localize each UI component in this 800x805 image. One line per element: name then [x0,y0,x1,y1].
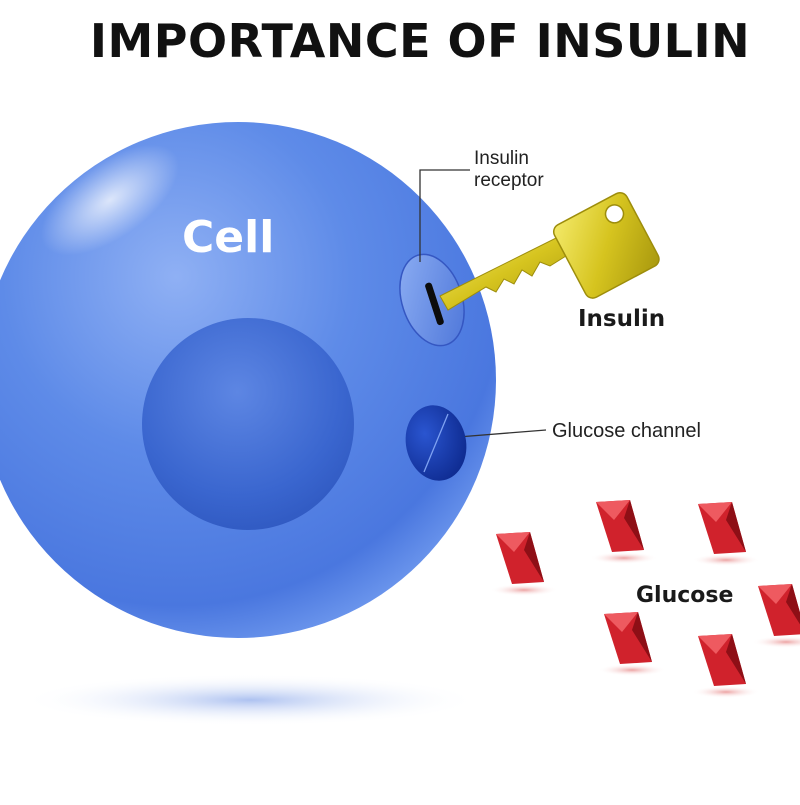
insulin-label: Insulin [578,306,666,332]
insulin-receptor-icon [399,253,465,347]
glucose-channel-icon [405,405,467,481]
glucose-molecule-icon [590,500,658,564]
glucose-molecule-icon [752,584,800,648]
glucose-molecule-icon [692,634,760,698]
insulin-receptor-label-line1: Insulin [474,148,529,169]
glucose-channel-label: Glucose channel [552,420,701,442]
cell-label: Cell [182,212,275,263]
glucose-label: Glucose [636,583,734,608]
channel-pointer-line [457,429,547,438]
receptor-pointer-line [419,169,470,262]
insulin-receptor-label: Insulin receptor [474,148,544,192]
glucose-molecule-icon [692,502,760,566]
glucose-molecule-icon [598,612,666,676]
glucose-molecules [490,500,800,698]
glucose-molecule-icon [490,532,558,596]
cell-highlight [40,144,180,256]
cell-shadow [20,674,480,726]
key-icon [439,192,660,311]
nucleus [142,318,354,530]
insulin-receptor-label-line2: receptor [474,170,544,191]
page-title: IMPORTANCE OF INSULIN [89,14,751,68]
